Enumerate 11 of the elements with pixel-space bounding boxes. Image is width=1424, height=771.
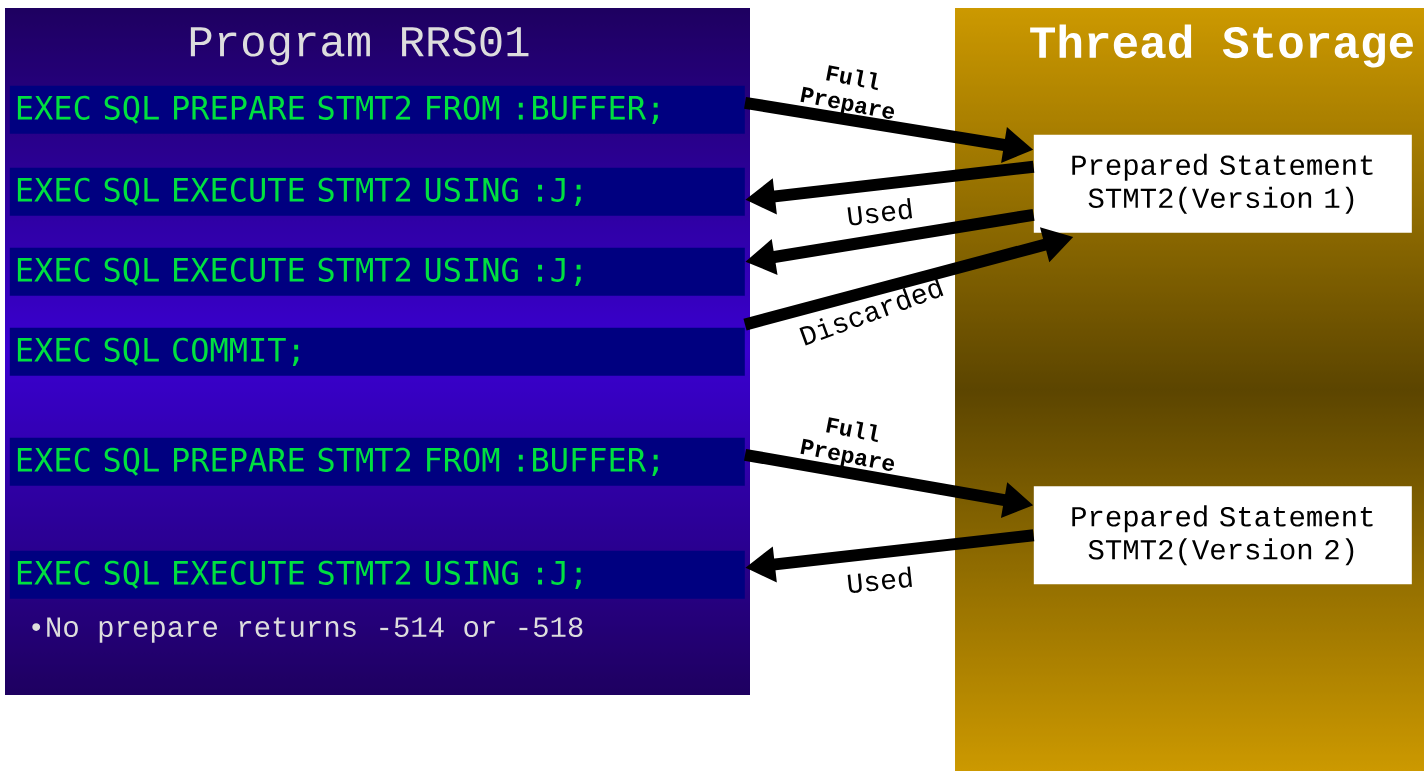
storage-panel [1030,24,1413,585]
panel-title: Program RRS01 [190,26,529,66]
panel-title: Thread Storage [1030,24,1413,68]
statement-box: Prepared Statement STMT2(Version 2) [1033,486,1412,585]
edge-label: Used [847,197,913,226]
edge-label: Used [847,566,912,593]
note-text: •No prepare returns -514 or -518 [32,617,583,643]
code-panel [9,26,745,643]
edge-label: Full Prepare [800,65,894,119]
statement-box: Prepared Statement STMT2(Version 1) [1033,134,1412,233]
edge-label: Full Prepare [800,417,894,471]
